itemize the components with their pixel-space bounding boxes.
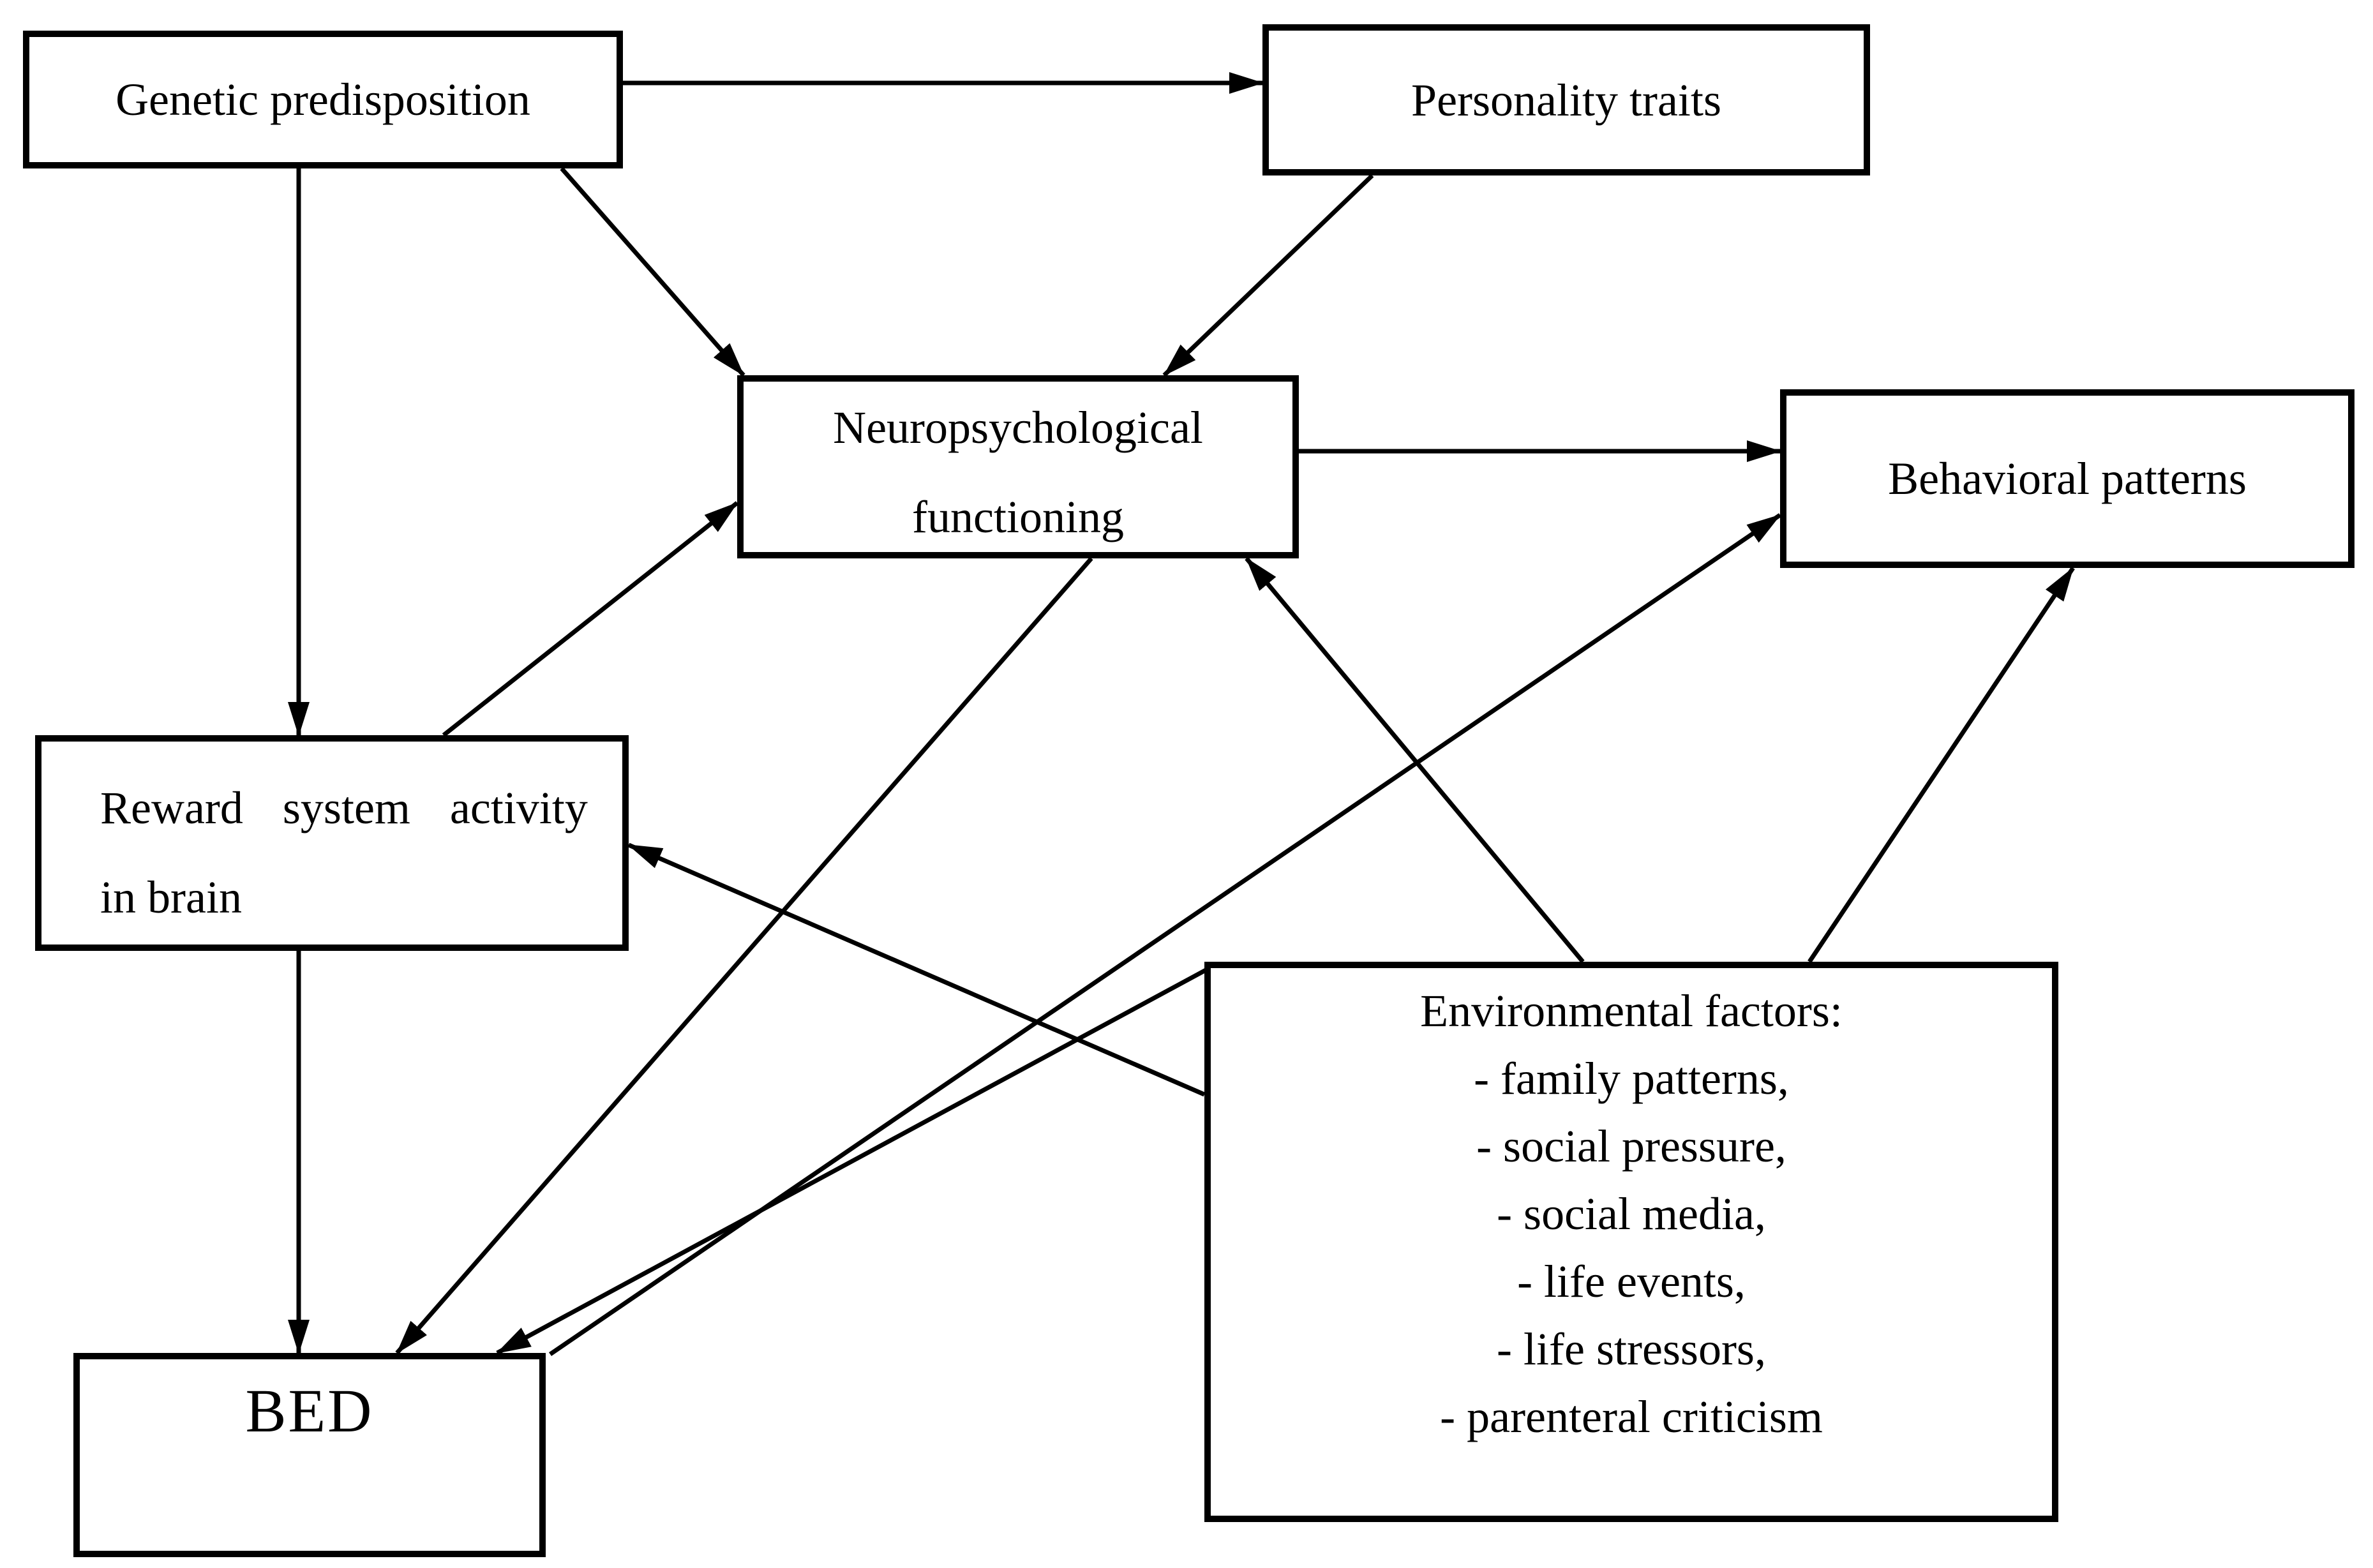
node-environment-item-life-events: - life events,: [1517, 1256, 1746, 1307]
node-personality-traits: Personality traits: [1262, 24, 1870, 175]
edge-personality-to-neuro: [1162, 174, 1374, 377]
edge-environment-to-bed: [496, 966, 1209, 1355]
node-genetic-predisposition-label: Genetic predisposition: [116, 74, 530, 125]
node-environment-title: Environmental factors:: [1420, 985, 1843, 1036]
edge-genetic-to-neuro: [560, 167, 745, 377]
edge-environment-to-neuro: [1245, 556, 1585, 964]
node-environment-item-parenteral-criticism: - parenteral criticism: [1440, 1391, 1823, 1442]
edge-environment-to-behavioral: [1808, 567, 2075, 963]
node-neuropsychological-functioning: Neuropsychological functioning: [737, 375, 1299, 558]
edge-container: [288, 72, 2075, 1356]
node-environment-item-social-pressure: - social pressure,: [1476, 1121, 1786, 1172]
edge-reward-to-neuro: [442, 501, 739, 737]
node-reward-system-activity: Reward system activity in brain: [35, 735, 629, 951]
node-genetic-predisposition: Genetic predisposition: [23, 31, 623, 168]
node-neuro-label-line-2: functioning: [912, 491, 1124, 542]
node-reward-label-line-2: in brain: [100, 872, 242, 923]
node-environmental-factors: Environmental factors: - family patterns…: [1204, 962, 2058, 1522]
node-behavioral-patterns: Behavioral patterns: [1780, 389, 2354, 568]
edge-environment-to-reward: [627, 842, 1206, 1097]
node-reward-label-line-1: Reward system activity: [100, 782, 588, 833]
edge-neuro-to-bed: [395, 556, 1093, 1355]
node-environment-item-family-patterns: - family patterns,: [1474, 1053, 1789, 1104]
node-environment-item-social-media: - social media,: [1497, 1188, 1766, 1239]
node-bed: BED: [73, 1353, 546, 1557]
node-personality-traits-label: Personality traits: [1411, 74, 1721, 126]
node-bed-label: BED: [245, 1377, 374, 1445]
node-environment-item-life-stressors: - life stressors,: [1497, 1324, 1766, 1375]
node-neuro-label-line-1: Neuropsychological: [833, 402, 1203, 453]
node-behavioral-patterns-label: Behavioral patterns: [1888, 453, 2247, 504]
